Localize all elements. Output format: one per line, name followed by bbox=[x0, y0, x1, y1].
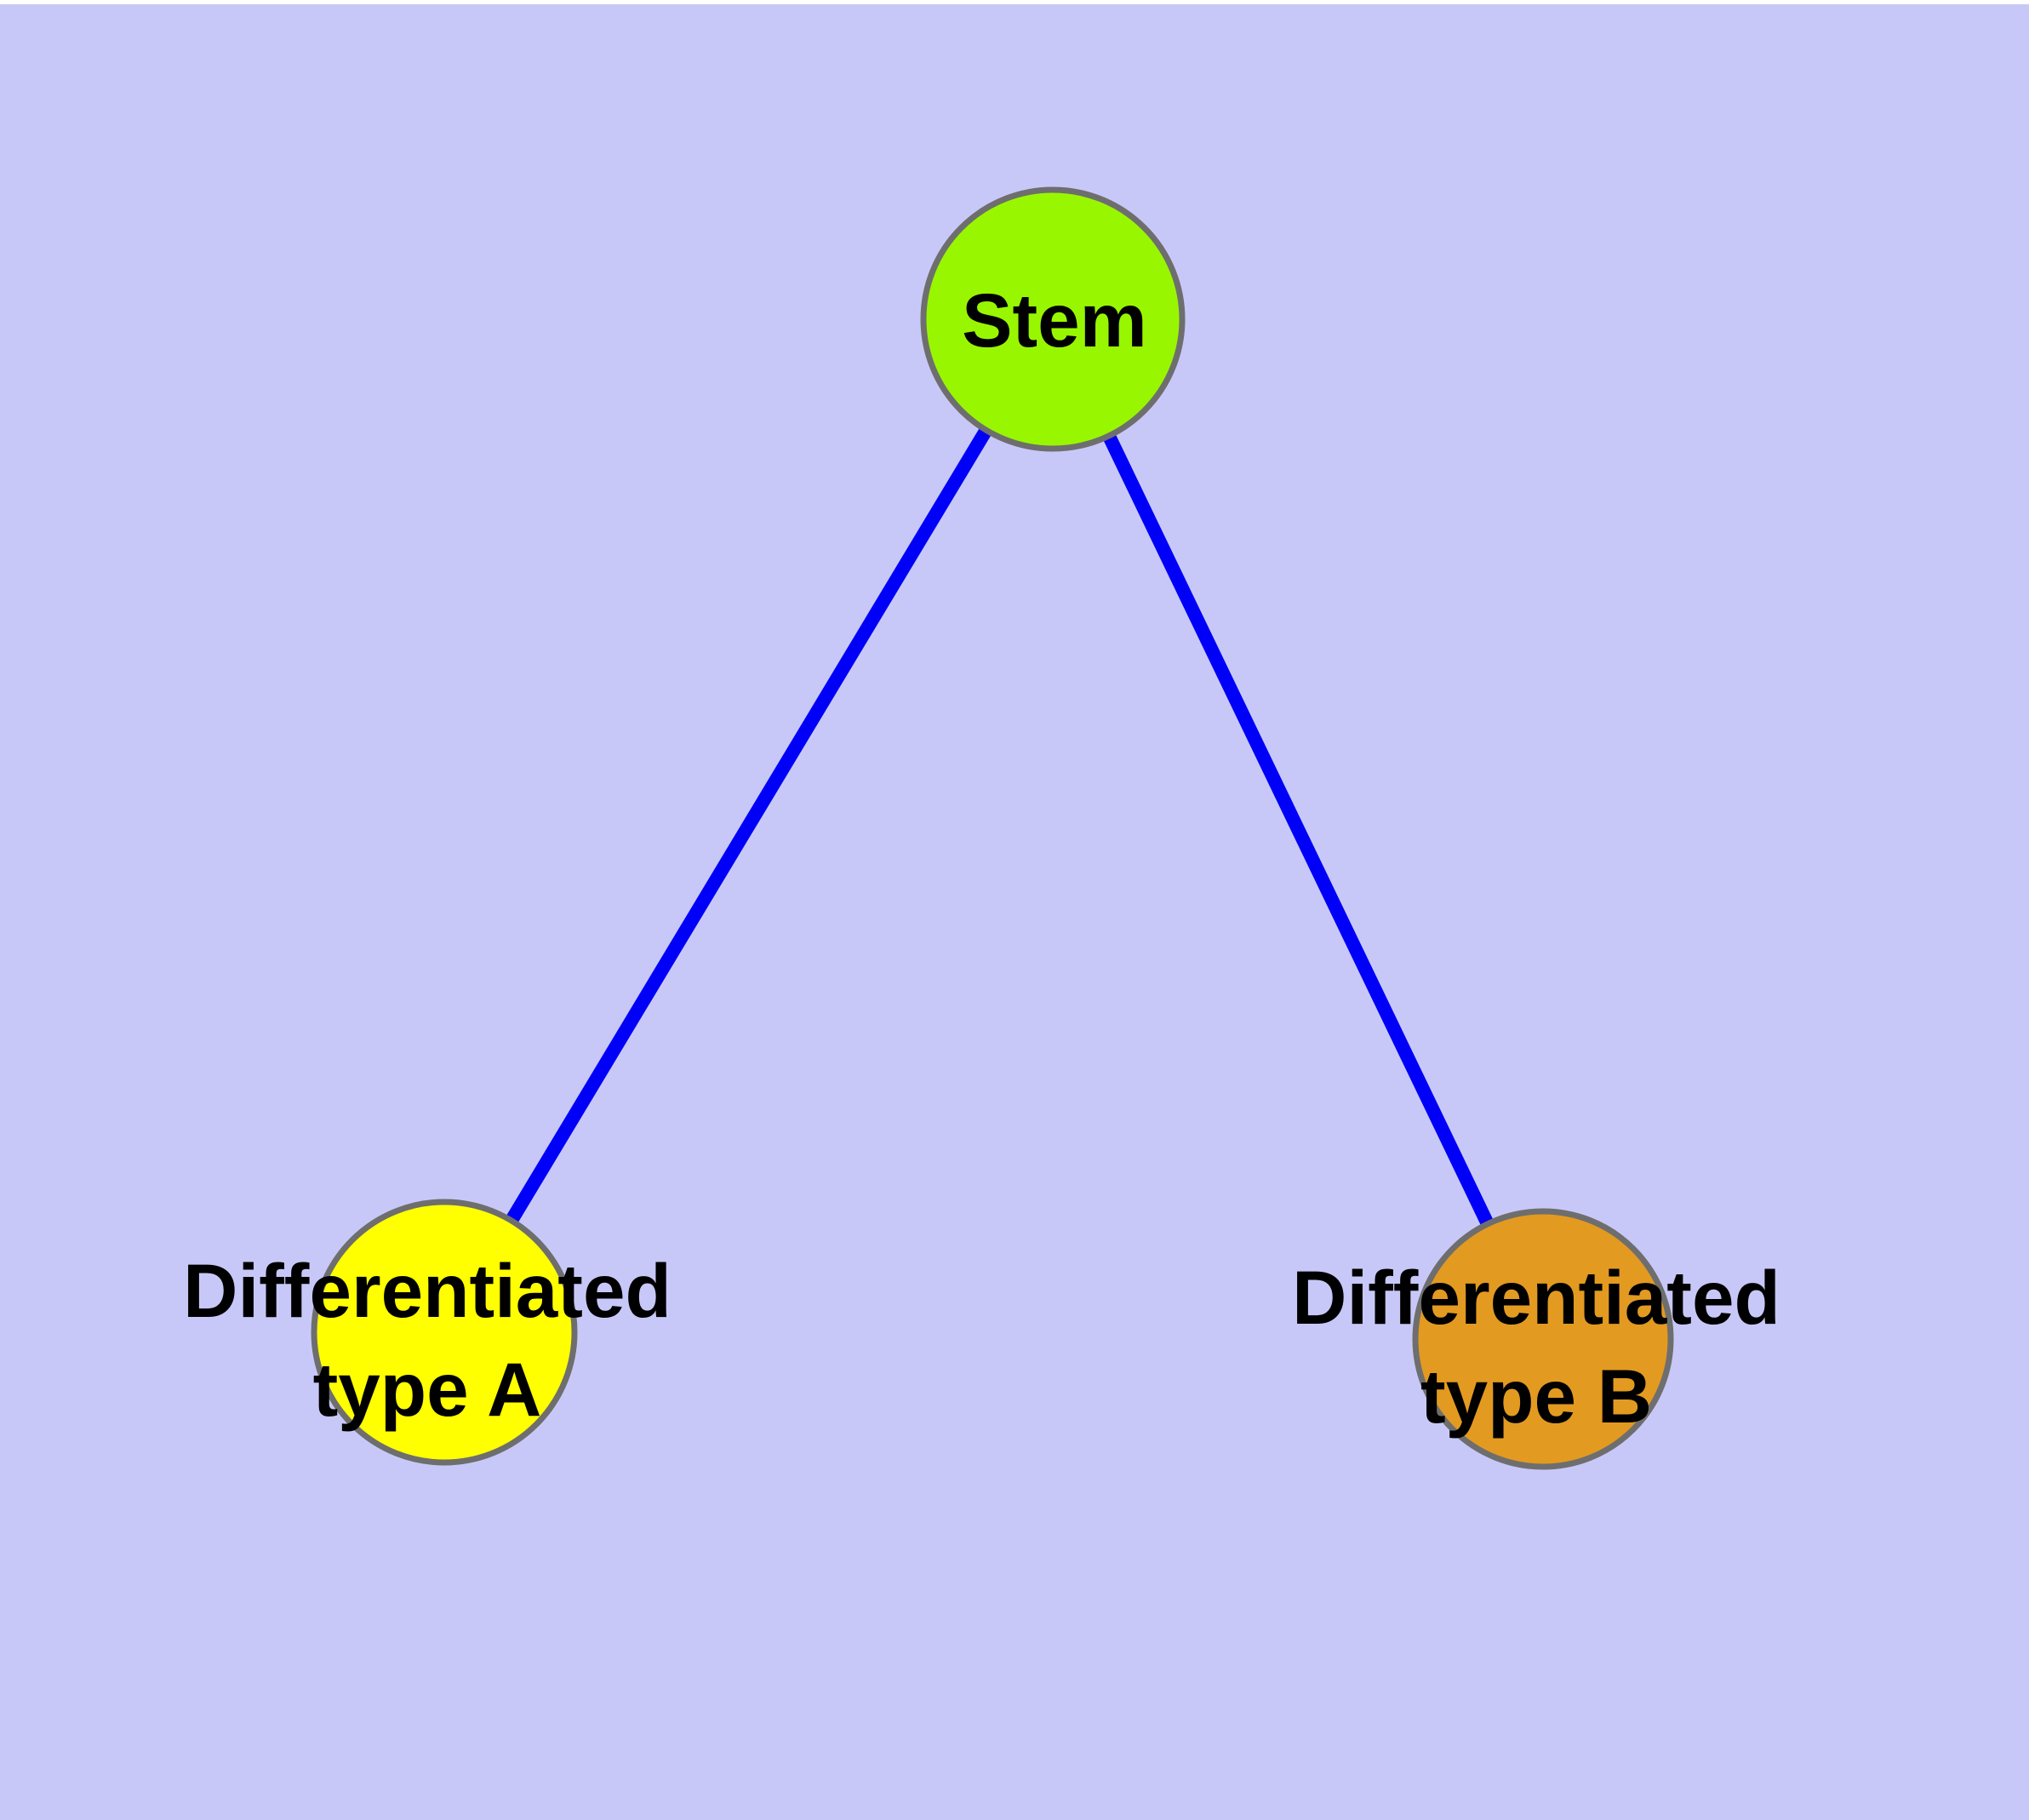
node-stem-label: Stem bbox=[962, 278, 1147, 363]
top-border-strip bbox=[0, 0, 2029, 4]
node-differentiated-type-b bbox=[1412, 1208, 1674, 1470]
node-differentiated-type-a bbox=[311, 1199, 578, 1466]
edge-stem-to-type-b bbox=[1046, 316, 1550, 1342]
node-type-a-label-line2: type A bbox=[313, 1347, 542, 1432]
node-type-b-label-line1: Differentiated bbox=[1292, 1255, 1780, 1340]
node-stem bbox=[920, 186, 1186, 452]
node-type-a-label-line1: Differentiated bbox=[183, 1248, 672, 1333]
node-type-b-label-line2: type B bbox=[1420, 1354, 1652, 1439]
edge-stem-to-type-a bbox=[438, 315, 1059, 1336]
